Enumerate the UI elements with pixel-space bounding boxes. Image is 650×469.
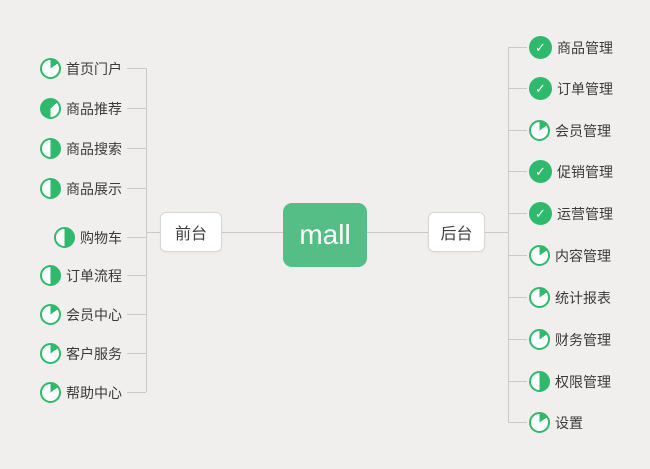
topic-label: 商品展示 (66, 180, 122, 197)
task-progress-icon[interactable] (54, 227, 75, 248)
task-progress-icon[interactable] (529, 202, 552, 225)
connector-line (485, 232, 508, 233)
connector-tick (127, 237, 146, 238)
connector-line (222, 232, 283, 233)
topic-item[interactable]: 商品推荐 (40, 97, 146, 120)
topic-item[interactable]: 权限管理 (508, 370, 616, 393)
connector-tick (508, 88, 527, 89)
topic-item[interactable]: 订单流程 (40, 264, 146, 287)
connector-tick (127, 314, 146, 315)
task-progress-icon[interactable] (529, 77, 552, 100)
task-progress-icon[interactable] (40, 304, 61, 325)
task-progress-icon[interactable] (529, 120, 550, 141)
topic-item[interactable]: 订单管理 (508, 77, 618, 100)
topic-label: 购物车 (80, 229, 122, 246)
connector-tick (127, 68, 146, 69)
topic-label: 内容管理 (555, 247, 611, 264)
topic-item[interactable]: 运营管理 (508, 202, 618, 225)
connector-tick (508, 255, 527, 256)
connector-tick (508, 171, 527, 172)
connector-tick (508, 213, 527, 214)
topic-item[interactable]: 会员管理 (508, 119, 616, 142)
topic-item[interactable]: 财务管理 (508, 328, 616, 351)
connector-tick (127, 108, 146, 109)
topic-label: 会员中心 (66, 306, 122, 323)
topic-label: 运营管理 (557, 205, 613, 222)
connector-tick (508, 130, 527, 131)
topic-label: 订单流程 (66, 267, 122, 284)
topic-label: 帮助中心 (66, 384, 122, 401)
connector-line (367, 232, 428, 233)
branch-node-backend[interactable]: 后台 (428, 212, 485, 252)
connector-tick (508, 47, 527, 48)
branch-label: 后台 (440, 226, 473, 243)
task-progress-icon[interactable] (529, 245, 550, 266)
connector-tick (127, 188, 146, 189)
connector-line (146, 68, 147, 392)
task-progress-icon[interactable] (529, 371, 550, 392)
branch-node-frontend[interactable]: 前台 (160, 212, 222, 252)
connector-line (146, 232, 160, 233)
topic-item[interactable]: 内容管理 (508, 244, 616, 267)
task-progress-icon[interactable] (40, 138, 61, 159)
task-progress-icon[interactable] (529, 287, 550, 308)
topic-label: 设置 (555, 414, 583, 431)
topic-item[interactable]: 客户服务 (40, 342, 146, 365)
task-progress-icon[interactable] (40, 382, 61, 403)
task-progress-icon[interactable] (529, 329, 550, 350)
task-progress-icon[interactable] (529, 160, 552, 183)
connector-tick (127, 392, 146, 393)
topic-item[interactable]: 商品搜索 (40, 137, 146, 160)
connector-tick (127, 275, 146, 276)
task-progress-icon[interactable] (529, 36, 552, 59)
task-progress-icon[interactable] (529, 412, 550, 433)
root-label: mall (299, 219, 351, 250)
topic-label: 促销管理 (557, 163, 613, 180)
topic-item[interactable]: 帮助中心 (40, 381, 146, 404)
topic-item[interactable]: 设置 (508, 411, 588, 434)
topic-label: 商品搜索 (66, 140, 122, 157)
topic-label: 财务管理 (555, 331, 611, 348)
connector-tick (508, 339, 527, 340)
connector-tick (508, 297, 527, 298)
task-progress-icon[interactable] (40, 178, 61, 199)
topic-label: 统计报表 (555, 289, 611, 306)
topic-label: 客户服务 (66, 345, 122, 362)
task-progress-icon[interactable] (40, 343, 61, 364)
topic-label: 商品管理 (557, 39, 613, 56)
root-node-mall[interactable]: mall (283, 203, 367, 267)
topic-item[interactable]: 商品管理 (508, 36, 618, 59)
topic-item[interactable]: 统计报表 (508, 286, 616, 309)
topic-label: 商品推荐 (66, 100, 122, 117)
topic-item[interactable]: 促销管理 (508, 160, 618, 183)
task-progress-icon[interactable] (40, 265, 61, 286)
branch-label: 前台 (174, 226, 207, 243)
topic-item[interactable]: 商品展示 (40, 177, 146, 200)
topic-label: 权限管理 (555, 373, 611, 390)
task-progress-icon[interactable] (40, 98, 61, 119)
topic-label: 订单管理 (557, 80, 613, 97)
topic-label: 会员管理 (555, 122, 611, 139)
topic-item[interactable]: 购物车 (54, 226, 146, 249)
connector-line (508, 47, 509, 422)
connector-tick (508, 381, 527, 382)
topic-label: 首页门户 (66, 60, 122, 77)
task-progress-icon[interactable] (40, 58, 61, 79)
topic-item[interactable]: 会员中心 (40, 303, 146, 326)
connector-tick (127, 353, 146, 354)
connector-tick (508, 422, 527, 423)
topic-item[interactable]: 首页门户 (40, 57, 146, 80)
connector-tick (127, 148, 146, 149)
